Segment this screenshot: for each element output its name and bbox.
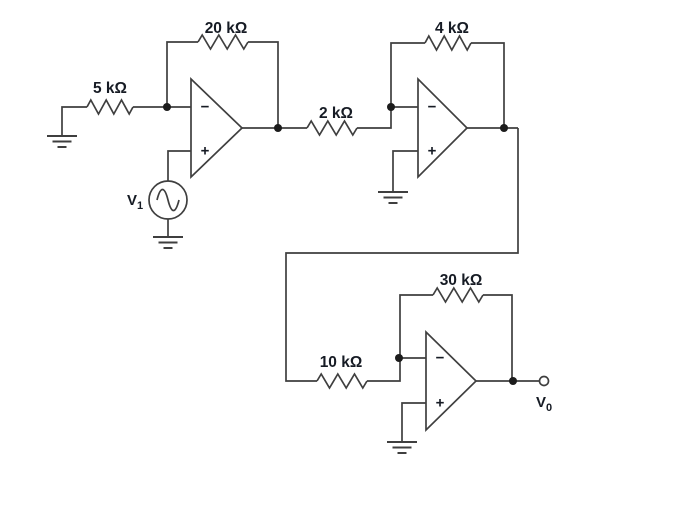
resistor-feedback-stage2 — [424, 34, 472, 52]
opamp-2-noninverting-sign: + — [428, 143, 437, 160]
resistor-input-stage1 — [86, 98, 134, 116]
node-opamp3-inverting — [395, 354, 403, 362]
opamp-3-inverting-sign: − — [436, 350, 445, 367]
label-resistor-30k: 30 kΩ — [440, 272, 483, 289]
wire-left-ground-stub — [61, 106, 87, 136]
node-opamp2-output — [500, 124, 508, 132]
resistor-input-stage2 — [306, 119, 358, 137]
label-output-v0: V0 — [536, 394, 552, 414]
wire-feedback3-right — [483, 294, 513, 381]
wire-opamp2-noninverting — [392, 150, 418, 192]
label-resistor-10k: 10 kΩ — [320, 354, 363, 371]
opamp-2 — [417, 76, 469, 180]
wire-r2k-to-node2 — [357, 107, 392, 129]
output-terminal — [538, 375, 550, 387]
label-source-v1: V1 — [127, 192, 143, 212]
wire-feedback3-left — [399, 294, 433, 358]
wire-feedback1-right — [248, 41, 279, 128]
opamp-3-noninverting-sign: + — [436, 395, 445, 412]
opamp-2-inverting-sign: − — [428, 99, 437, 116]
ground-opamp3-plus — [387, 441, 417, 454]
wire-opamp3-noninverting — [401, 402, 426, 442]
label-resistor-5k: 5 kΩ — [93, 80, 127, 97]
node-opamp1-output — [274, 124, 282, 132]
resistor-input-stage3 — [316, 372, 368, 390]
opamp-1-noninverting-sign: + — [201, 143, 210, 160]
resistor-feedback-stage3 — [432, 286, 484, 304]
wire-r10k-to-node3 — [367, 358, 401, 382]
wire-feedback2-left — [390, 42, 425, 107]
label-resistor-4k: 4 kΩ — [435, 20, 469, 37]
wire-stage2-to-stage3-routing — [285, 128, 519, 382]
opamp-1 — [190, 77, 244, 179]
node-opamp1-inverting — [163, 103, 171, 111]
label-resistor-2k: 2 kΩ — [319, 105, 353, 122]
label-resistor-20k: 20 kΩ — [205, 20, 248, 37]
wire-feedback2-right — [471, 42, 505, 128]
opamp-1-inverting-sign: − — [201, 99, 210, 116]
wire-feedback1-left — [166, 41, 198, 107]
wire-opamp1-noninverting — [167, 150, 191, 181]
opamp-3 — [425, 329, 478, 433]
node-opamp2-inverting — [387, 103, 395, 111]
sine-wave-icon — [156, 188, 180, 212]
ground-opamp2-plus — [378, 191, 408, 204]
ground-source-v1 — [153, 236, 183, 249]
sine-source-v1 — [148, 180, 188, 220]
resistor-feedback-stage1 — [197, 33, 249, 51]
node-opamp3-output — [509, 377, 517, 385]
ground-input-stage1 — [47, 135, 77, 148]
